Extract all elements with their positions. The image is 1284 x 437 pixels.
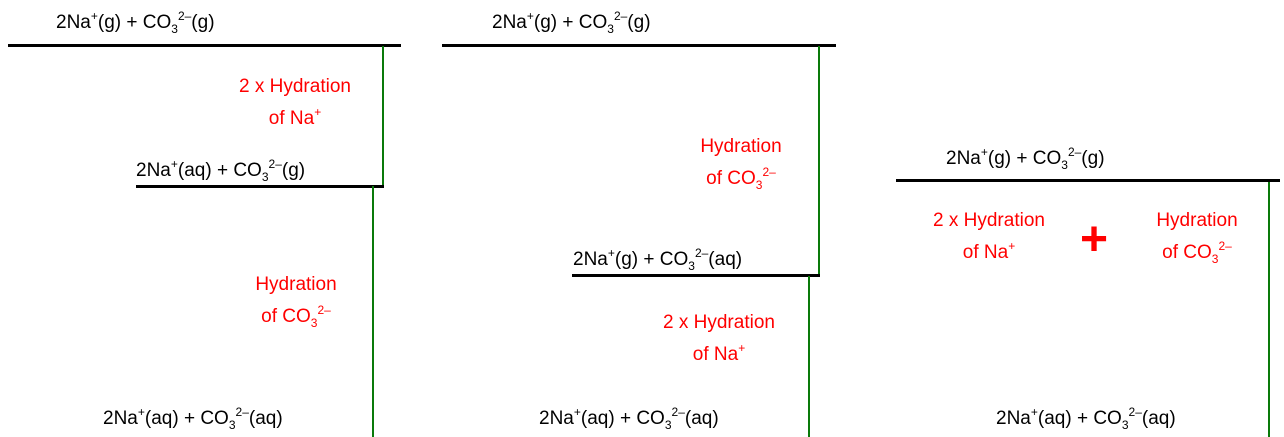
d1-bottom-species: 2Na+(aq) + CO32–(aq) [103,405,283,432]
d2-top-level [442,44,836,47]
d3-label-hydration-co3: Hydration of CO32– [1156,210,1238,266]
d2-label-hydration-na: 2 x Hydration of Na+ [663,312,775,365]
d3-label-hydration-na: 2 x Hydration of Na+ [933,210,1045,263]
d1-top-level [8,44,401,47]
d1-top-species: 2Na+(g) + CO32–(g) [56,9,215,36]
d3-connector [1268,182,1270,437]
d2-lower-connector [808,276,810,437]
d1-label-hydration-na: 2 x Hydration of Na+ [239,76,351,129]
d3-bottom-species: 2Na+(aq) + CO32–(aq) [996,405,1176,432]
d2-middle-level [572,274,820,277]
d3-plus-sign: + [1080,213,1109,266]
d2-upper-connector [818,46,820,276]
d1-lower-connector [372,186,374,437]
d1-middle-level [136,185,384,188]
d2-top-species: 2Na+(g) + CO32–(g) [492,9,651,36]
d3-top-level [896,179,1280,182]
d1-label-hydration-co3: Hydration of CO32– [255,274,337,330]
d2-label-hydration-co3: Hydration of CO32– [700,136,782,192]
d2-bottom-species: 2Na+(aq) + CO32–(aq) [539,405,719,432]
d3-top-species: 2Na+(g) + CO32–(g) [946,145,1105,172]
d2-middle-species: 2Na+(g) + CO32–(aq) [573,246,743,273]
d1-middle-species: 2Na+(aq) + CO32–(g) [136,157,306,184]
d1-upper-connector [382,46,384,186]
